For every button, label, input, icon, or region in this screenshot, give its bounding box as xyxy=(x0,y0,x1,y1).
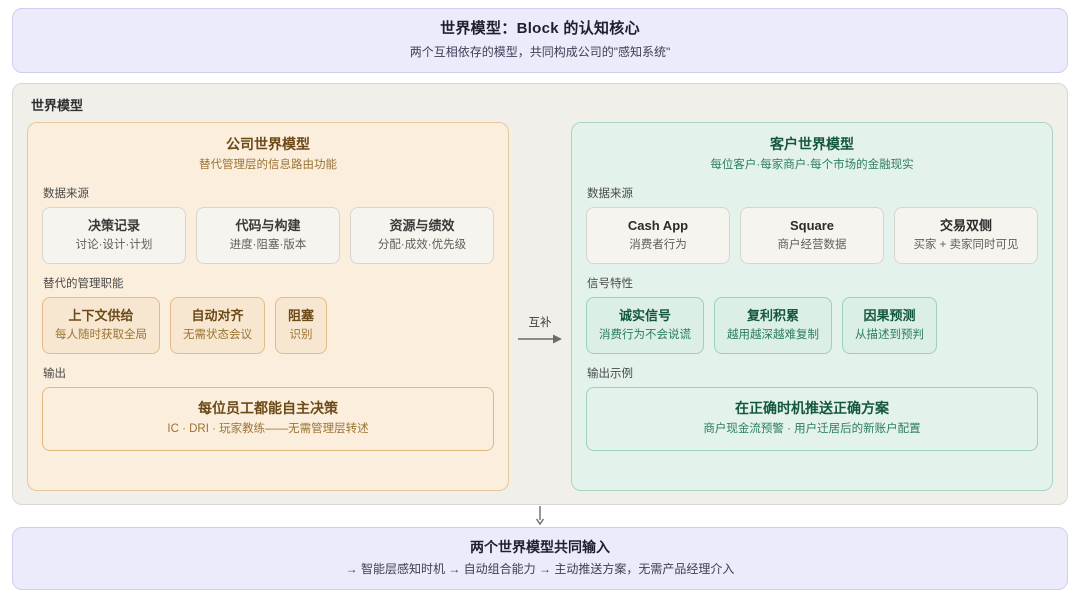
card-title: 决策记录 xyxy=(87,217,140,233)
card-title: 交易双侧 xyxy=(939,217,992,233)
company-function-card-row: 上下文供给 每人随时获取全局 自动对齐 无需状态会议 阻塞 识别 xyxy=(42,296,494,355)
card-subtitle: 识别 xyxy=(289,329,313,342)
card-subtitle: 从描述到预判 xyxy=(855,329,924,342)
output-subtitle: IC · DRI · 玩家教练——无需管理层转述 xyxy=(167,423,369,436)
company-panel-spacer xyxy=(42,451,494,477)
company-source-card[interactable]: 决策记录 讨论·设计·计划 xyxy=(42,206,186,264)
footer-banner: 两个世界模型共同输入 → 智能层感知时机 → 自动组合能力 → 主动推送方案，无… xyxy=(12,526,1068,590)
panel-connector: 互补 xyxy=(509,122,571,491)
card-subtitle: 分配·成效·优先级 xyxy=(377,238,467,251)
company-section-label-sources: 数据来源 xyxy=(43,187,89,200)
company-source-card[interactable]: 代码与构建 进度·阻塞·版本 xyxy=(196,206,340,264)
down-arrow-wrap xyxy=(12,505,1068,527)
customer-world-model-panel: 客户世界模型 每位客户·每家商户·每个市场的金融现实 数据来源 Cash App… xyxy=(571,121,1053,491)
arrow-down-icon xyxy=(535,505,545,525)
customer-panel-subtitle: 每位客户·每家商户·每个市场的金融现实 xyxy=(710,158,914,171)
card-subtitle: 消费者行为 xyxy=(629,238,687,251)
company-panel-title: 公司世界模型 xyxy=(226,135,310,152)
card-title: 资源与绩效 xyxy=(389,217,455,233)
card-title: 诚实信号 xyxy=(618,307,671,323)
company-world-model-panel: 公司世界模型 替代管理层的信息路由功能 数据来源 决策记录 讨论·设计·计划 代… xyxy=(27,121,509,491)
card-title: 阻塞 xyxy=(288,307,315,323)
card-title: Square xyxy=(789,217,835,233)
output-title: 每位员工都能自主决策 xyxy=(198,400,338,417)
card-title: 代码与构建 xyxy=(235,217,301,233)
world-model-container: 世界模型 公司世界模型 替代管理层的信息路由功能 数据来源 决策记录 讨论·设计… xyxy=(12,82,1068,505)
world-model-body: 公司世界模型 替代管理层的信息路由功能 数据来源 决策记录 讨论·设计·计划 代… xyxy=(27,121,1053,491)
output-subtitle: 商户现金流预警 · 用户迁居后的新账户配置 xyxy=(703,423,921,436)
company-function-card[interactable]: 阻塞 识别 xyxy=(275,296,328,355)
customer-section-label-signals: 信号特性 xyxy=(587,277,633,290)
company-output-box[interactable]: 每位员工都能自主决策 IC · DRI · 玩家教练——无需管理层转述 xyxy=(42,387,494,452)
card-title: 因果预测 xyxy=(863,307,916,323)
card-subtitle: 每人随时获取全局 xyxy=(55,329,147,342)
customer-source-card[interactable]: Square 商户经营数据 xyxy=(740,206,884,264)
page-subtitle: 两个互相依存的模型，共同构成公司的"感知系统" xyxy=(409,44,671,59)
card-title: 复利积累 xyxy=(746,307,799,323)
customer-section-label-output: 输出示例 xyxy=(587,368,633,381)
card-subtitle: 消费行为不会说谎 xyxy=(599,329,691,342)
header-banner: 世界模型：Block 的认知核心 两个互相依存的模型，共同构成公司的"感知系统" xyxy=(12,8,1068,73)
card-subtitle: 讨论·设计·计划 xyxy=(75,238,153,251)
company-source-card-row: 决策记录 讨论·设计·计划 代码与构建 进度·阻塞·版本 资源与绩效 分配·成效… xyxy=(42,206,494,264)
company-section-label-functions: 替代的管理职能 xyxy=(43,277,124,290)
card-subtitle: 商户经营数据 xyxy=(777,238,847,251)
card-title: 上下文供给 xyxy=(68,307,134,323)
customer-signal-card-row: 诚实信号 消费行为不会说谎 复利积累 越用越深越难复制 因果预测 从描述到预判 xyxy=(586,296,1038,355)
customer-source-card[interactable]: Cash App 消费者行为 xyxy=(586,206,730,264)
card-subtitle: 进度·阻塞·版本 xyxy=(229,238,307,251)
company-function-card[interactable]: 自动对齐 无需状态会议 xyxy=(170,296,265,355)
customer-signal-card[interactable]: 诚实信号 消费行为不会说谎 xyxy=(586,296,704,355)
customer-source-card[interactable]: 交易双侧 买家 + 卖家同时可见 xyxy=(894,206,1038,264)
customer-panel-title: 客户世界模型 xyxy=(770,135,854,152)
company-source-card[interactable]: 资源与绩效 分配·成效·优先级 xyxy=(350,206,494,264)
customer-source-card-row: Cash App 消费者行为 Square 商户经营数据 交易双侧 买家 + 卖… xyxy=(586,206,1038,264)
page-title: 世界模型：Block 的认知核心 xyxy=(440,20,640,37)
card-title: 自动对齐 xyxy=(191,307,244,323)
arrow-right-icon xyxy=(518,334,562,344)
company-section-label-output: 输出 xyxy=(43,368,66,381)
customer-panel-spacer xyxy=(586,451,1038,477)
company-function-card[interactable]: 上下文供给 每人随时获取全局 xyxy=(42,296,160,355)
connector-label: 互补 xyxy=(528,316,552,329)
card-title: Cash App xyxy=(627,217,689,233)
world-model-label: 世界模型 xyxy=(31,97,84,113)
card-subtitle: 无需状态会议 xyxy=(183,329,252,342)
customer-signal-card[interactable]: 因果预测 从描述到预判 xyxy=(842,296,937,355)
footer-title: 两个世界模型共同输入 xyxy=(470,538,610,555)
footer-subtitle: → 智能层感知时机 → 自动组合能力 → 主动推送方案，无需产品经理介入 xyxy=(345,561,735,576)
card-subtitle: 越用越深越难复制 xyxy=(727,329,819,342)
customer-section-label-sources: 数据来源 xyxy=(587,187,633,200)
customer-output-box[interactable]: 在正确时机推送正确方案 商户现金流预警 · 用户迁居后的新账户配置 xyxy=(586,387,1038,452)
output-title: 在正确时机推送正确方案 xyxy=(735,400,889,417)
company-panel-subtitle: 替代管理层的信息路由功能 xyxy=(199,158,337,171)
customer-signal-card[interactable]: 复利积累 越用越深越难复制 xyxy=(714,296,832,355)
card-subtitle: 买家 + 卖家同时可见 xyxy=(913,238,1019,251)
